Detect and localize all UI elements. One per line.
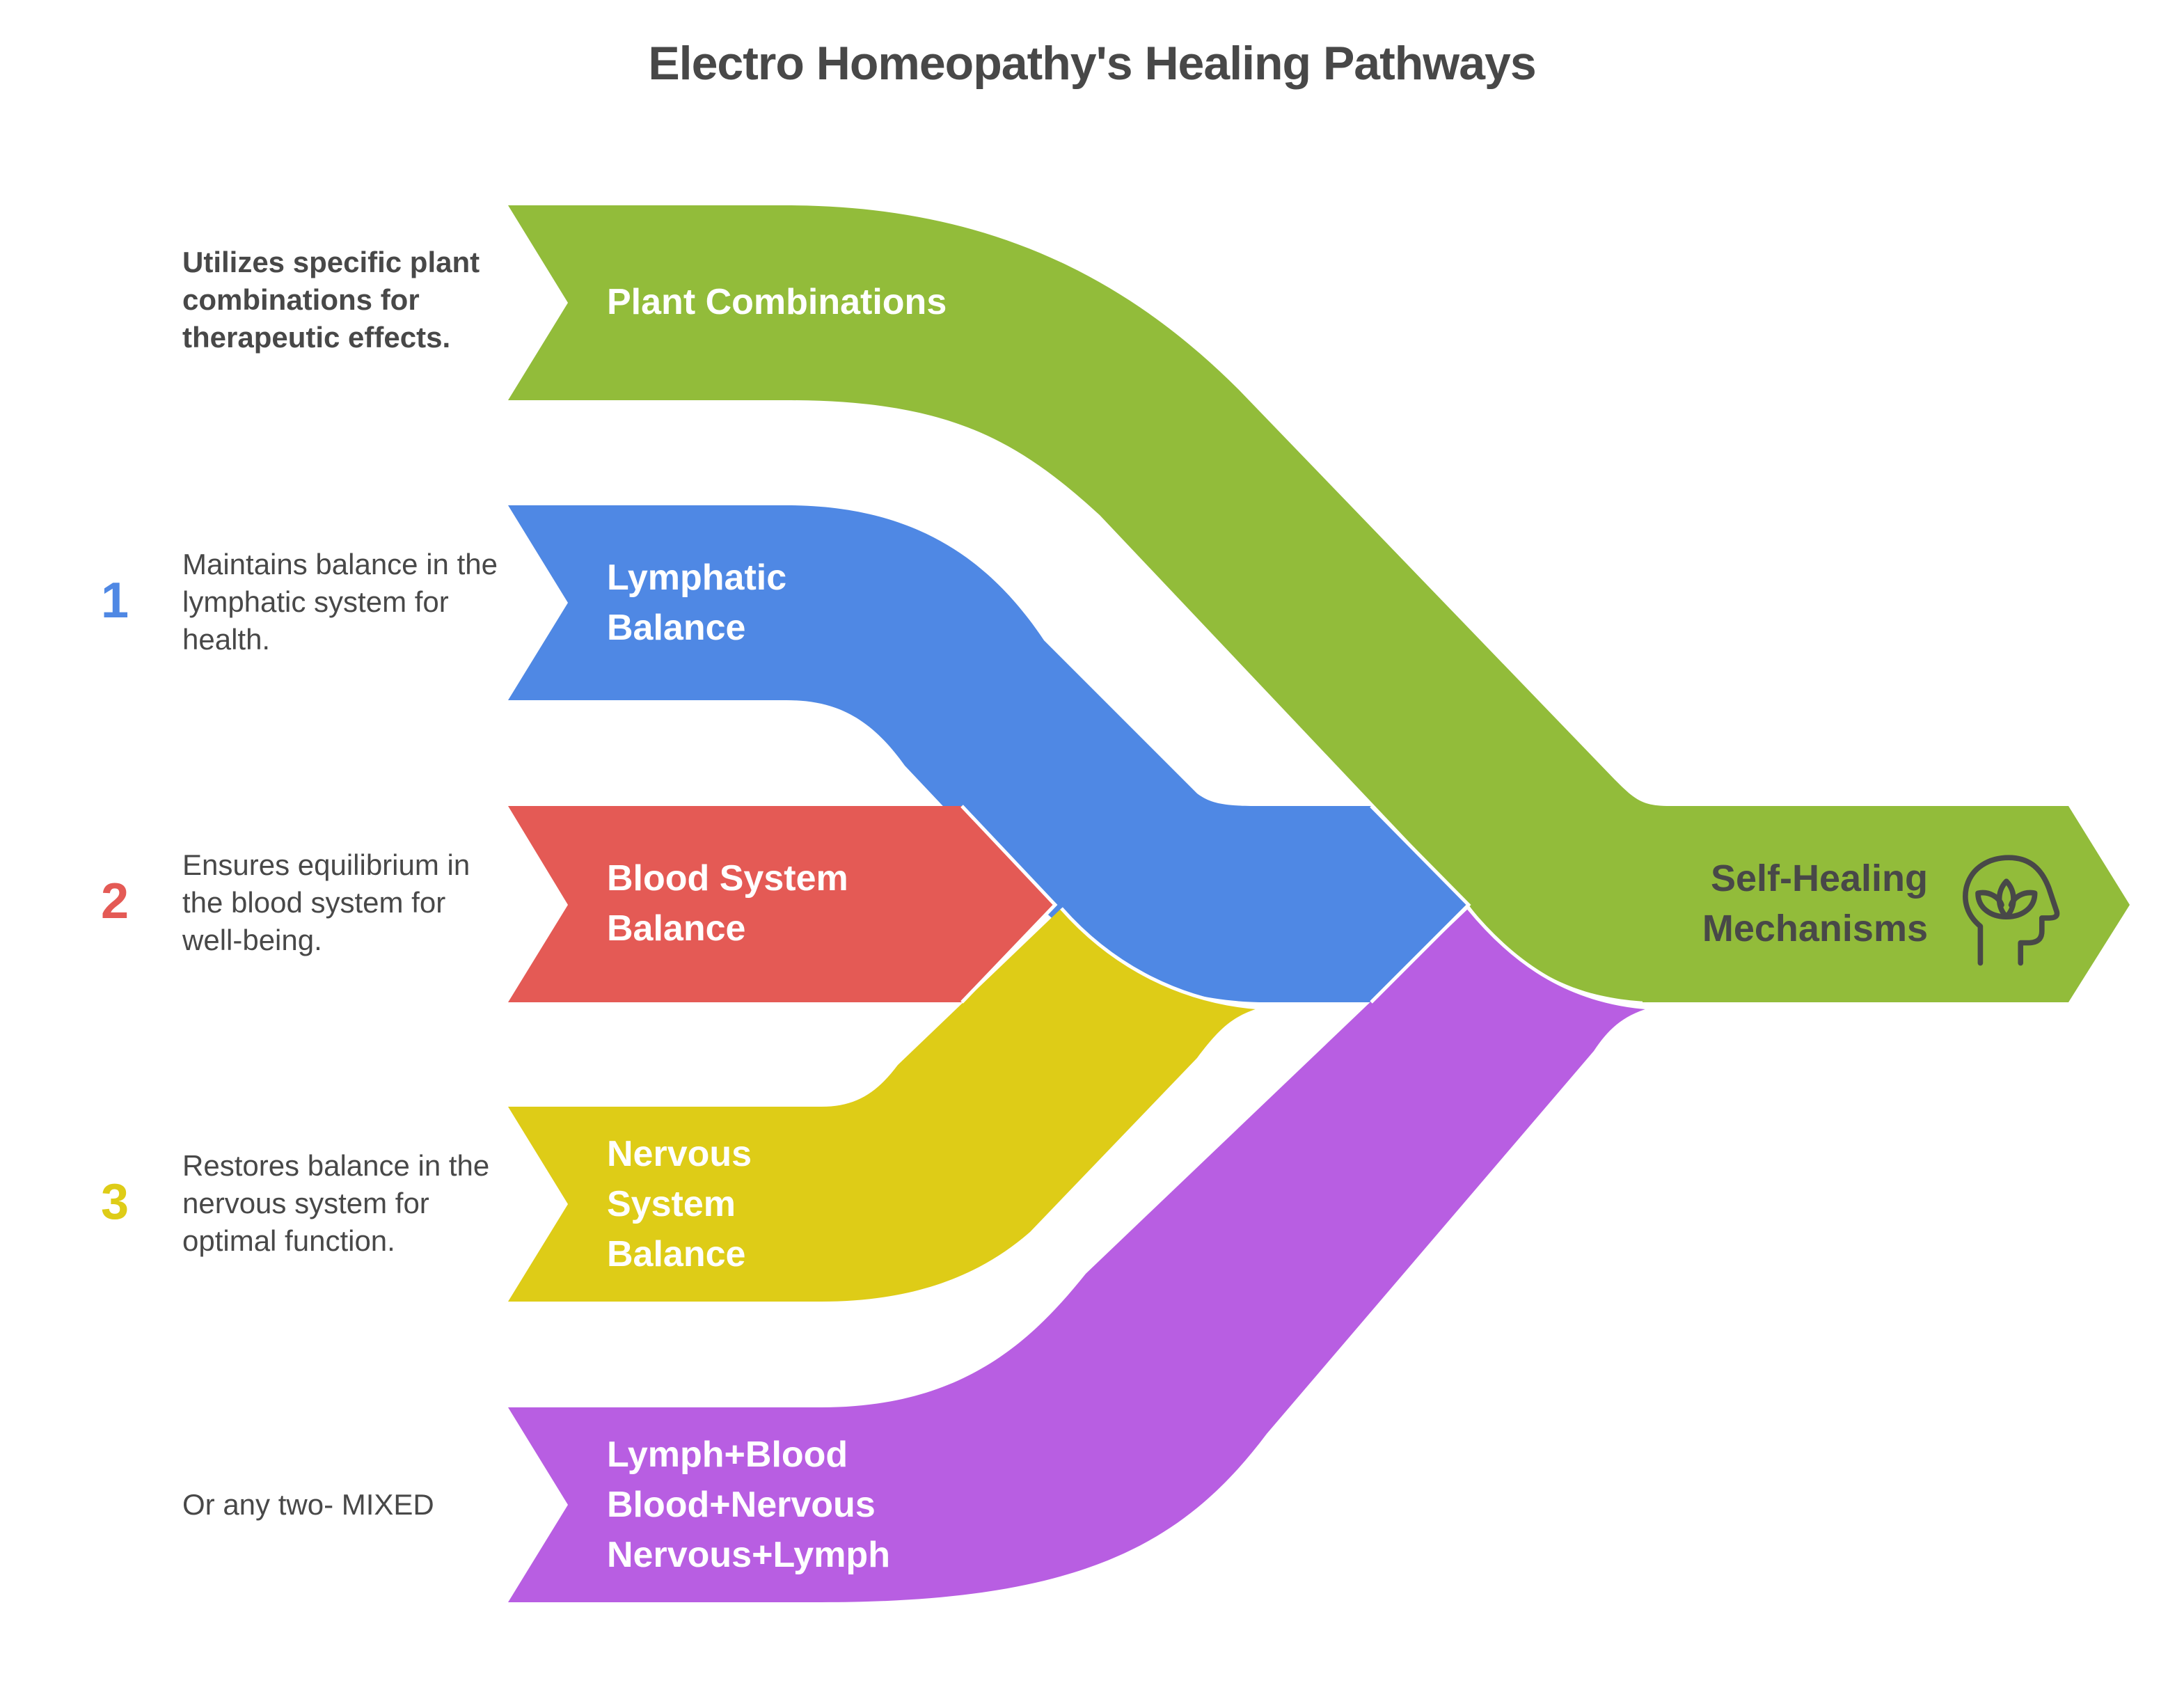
target-label-self-healing: Self-Healing Mechanisms xyxy=(1702,858,1928,949)
description-mixed: Or any two- MIXED xyxy=(182,1488,434,1521)
separator-line xyxy=(1060,907,1260,1010)
flow-label-nervous-system-balance: Nervous System Balance xyxy=(607,1134,752,1274)
flow-band-nervous xyxy=(508,908,1260,1302)
flow-band-lymph xyxy=(508,505,1469,1002)
flow-band-blood xyxy=(508,806,1055,1002)
flow-band-mixed xyxy=(508,908,1649,1602)
diagram-title: Electro Homeopathy's Healing Pathways xyxy=(648,37,1536,90)
description-plant-combinations: Utilizes specific plant combinations for… xyxy=(182,246,480,354)
separator-line xyxy=(1467,907,1650,1010)
separator-line xyxy=(1370,805,1471,1004)
step-number-3: 3 xyxy=(100,1174,129,1230)
flow-band-plant xyxy=(508,205,1670,1002)
separator-line xyxy=(960,805,1058,1004)
step-number-1: 1 xyxy=(100,573,129,629)
description-nervous-system-balance: Restores balance in the nervous system f… xyxy=(182,1149,490,1257)
description-lymphatic-balance: Maintains balance in the lymphatic syste… xyxy=(182,548,498,656)
flow-label-plant-combinations: Plant Combinations xyxy=(607,282,947,322)
flow-label-blood-system-balance: Blood System Balance xyxy=(607,858,848,949)
description-blood-system-balance: Ensures equilibrium in the blood system … xyxy=(182,848,470,956)
flow-label-mixed: Lymph+Blood Blood+Nervous Nervous+Lymph xyxy=(607,1435,890,1575)
flow-label-lymphatic-balance: Lymphatic Balance xyxy=(607,558,787,648)
step-number-2: 2 xyxy=(100,874,129,929)
head-lotus-icon xyxy=(1963,855,2060,966)
